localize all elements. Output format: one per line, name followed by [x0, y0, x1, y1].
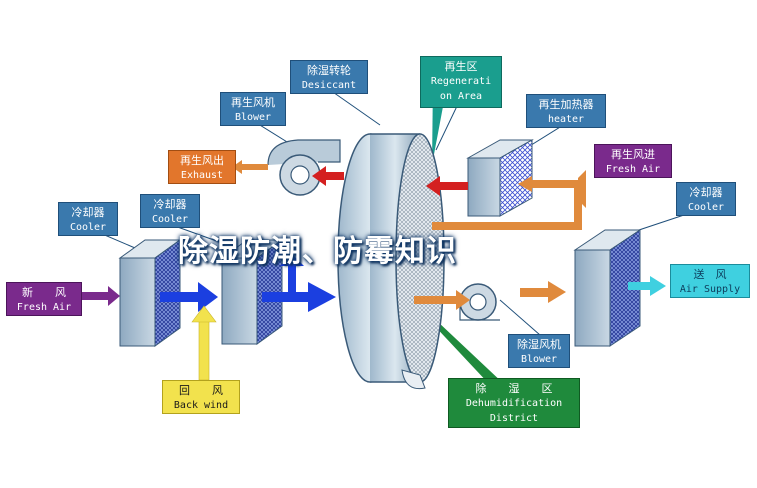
connector-lines [99, 89, 691, 336]
exhaust-label-en: Exhaust [180, 170, 224, 181]
fresh-air-label: 新 风 Fresh Air [6, 282, 82, 316]
cooler-1-label-zh: 冷却器 [71, 206, 105, 219]
exhaust-label-zh: 再生风出 [180, 154, 224, 167]
regen-airflow [432, 170, 586, 230]
air-supply-label: 送 风 Air Supply [670, 264, 750, 298]
regen-area-label-en2: on Area [439, 91, 483, 102]
cooler-1-label: 冷却器 Cooler [58, 202, 118, 236]
dehum-blower-unit [459, 283, 500, 321]
fresh-air-label-zh: 新 风 [22, 286, 66, 299]
dehum-district-label-en1: Dehumidification [465, 398, 563, 409]
regen-area-label-zh: 再生区 [444, 60, 478, 73]
regen-fresh-air-label-en: Fresh Air [605, 164, 661, 175]
cooler-3-label-zh: 冷却器 [689, 186, 723, 199]
desiccant-label: 除湿转轮 Desiccant [290, 60, 368, 94]
regen-blower-label-en: Blower [234, 112, 272, 123]
regen-blower-unit [267, 139, 341, 196]
back-wind-arrow [191, 305, 217, 381]
dehum-district-label-en2: District [489, 413, 539, 424]
cooler-1-label-en: Cooler [69, 222, 107, 233]
dehum-district-label-zh: 除 湿 区 [475, 382, 553, 395]
fresh-air-label-en: Fresh Air [16, 302, 72, 313]
dehum-blower-label-zh: 除湿风机 [517, 338, 561, 351]
back-wind-label: 回 风 Back wind [162, 380, 240, 414]
process-airflow [80, 254, 336, 312]
supply-airflow [414, 276, 666, 310]
dehum-district-label: 除 湿 区 Dehumidification District [448, 378, 580, 428]
regen-fresh-air-label-zh: 再生风进 [611, 148, 655, 161]
cooler-2-label-en: Cooler [151, 214, 189, 225]
cooler-3-unit [573, 229, 642, 347]
air-supply-label-zh: 送 风 [693, 268, 727, 281]
cooler-2-label-zh: 冷却器 [153, 198, 187, 211]
regen-heater-label-zh: 再生加热器 [538, 98, 594, 111]
page-title: 除湿防潮、防霉知识 [178, 234, 457, 269]
regen-heater-label-en: heater [547, 114, 585, 125]
regen-area-label-en1: Regenerati [430, 76, 492, 87]
regen-fresh-air-label: 再生风进 Fresh Air [594, 144, 672, 178]
cooler-3-label-en: Cooler [687, 202, 725, 213]
regen-area-label: 再生区 Regenerati on Area [420, 56, 502, 108]
air-supply-label-en: Air Supply [679, 284, 741, 295]
cooler-3-label: 冷却器 Cooler [676, 182, 736, 216]
exhaust-arrows [232, 160, 468, 196]
regen-blower-label-zh: 再生风机 [231, 96, 275, 109]
cooler-2-label: 冷却器 Cooler [140, 194, 200, 228]
regen-heater-label: 再生加热器 heater [526, 94, 606, 128]
back-wind-label-en: Back wind [173, 400, 229, 411]
desiccant-label-en: Desiccant [301, 80, 357, 91]
back-wind-label-zh: 回 风 [179, 384, 223, 397]
regen-blower-label: 再生风机 Blower [220, 92, 286, 126]
dehum-blower-label-en: Blower [520, 354, 558, 365]
desiccant-label-zh: 除湿转轮 [307, 64, 351, 77]
dehum-blower-label: 除湿风机 Blower [508, 334, 570, 368]
desiccant-wheel [337, 133, 445, 390]
regen-heater-unit [466, 139, 534, 217]
exhaust-label: 再生风出 Exhaust [168, 150, 236, 184]
